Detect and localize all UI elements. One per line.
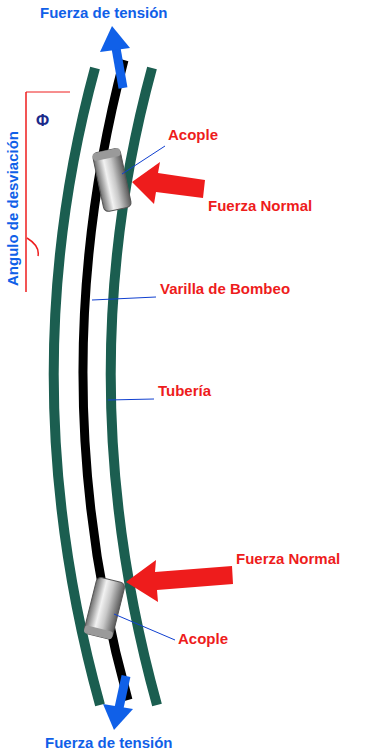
angle-arc [27,238,38,256]
leader-line [122,146,165,174]
leader-line [92,297,156,300]
force-label: Fuerza de tensión [45,734,173,752]
angle-label: Angulo de desviación [4,131,22,286]
normal-force-arrow [132,162,205,204]
force-label: Fuerza de tensión [40,4,168,22]
normal-force-arrow [126,560,233,602]
coupling [83,576,125,639]
reference-line [26,92,70,93]
angle-symbol: Φ [36,112,49,130]
force-label: Fuerza Normal [236,550,340,568]
force-label: Fuerza Normal [208,197,312,215]
leader-line [108,399,154,400]
leader-line [114,614,175,640]
tension-arrowhead [100,26,130,52]
coupling [92,148,132,213]
part-label: Tubería [158,382,211,400]
part-label: Acople [178,630,228,648]
part-label: Varilla de Bombeo [160,280,290,298]
tension-arrow [116,48,123,88]
vertical-reference-line [25,92,27,292]
part-label: Acople [168,126,218,144]
tension-arrow [119,676,126,708]
tension-arrowhead [103,704,133,730]
